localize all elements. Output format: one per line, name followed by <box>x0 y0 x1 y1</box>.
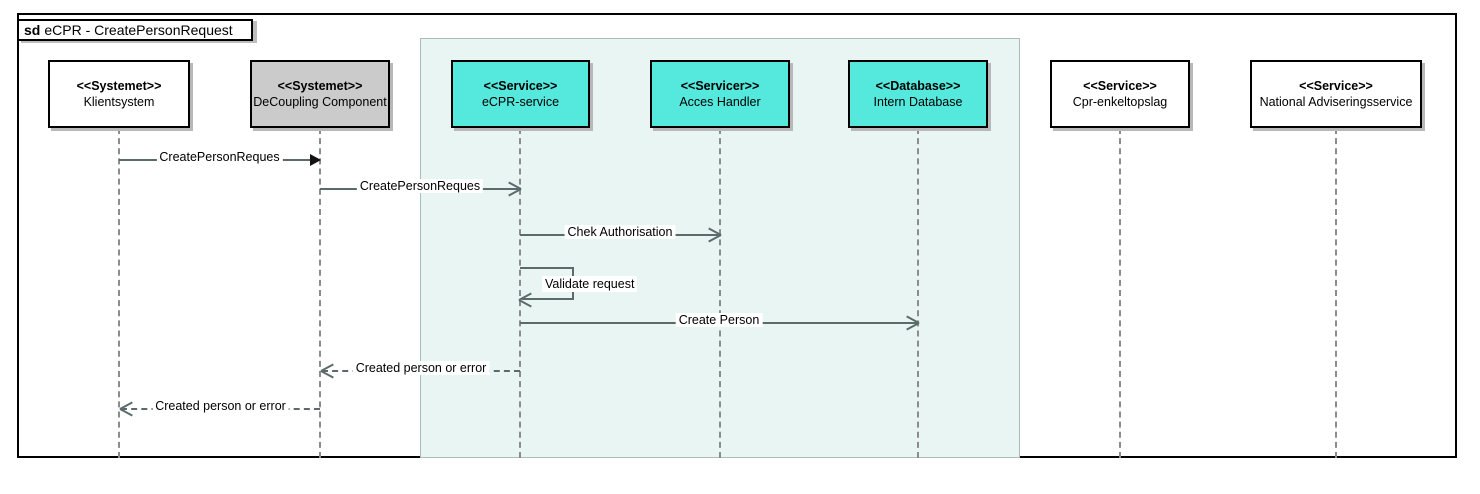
open-arrowhead-icon <box>120 402 135 416</box>
lifeline-stem-klientsystem <box>118 128 120 458</box>
message-label: Validate request <box>542 276 638 292</box>
message-create-person-request-1: CreatePersonReques <box>119 150 321 166</box>
self-message-bottom-line <box>522 298 574 300</box>
message-label: Chek Authorisation <box>564 225 676 239</box>
lifeline-stem-national-adviseringsservice <box>1335 128 1337 458</box>
lifeline-head-intern-database: <<Database>> Intern Database <box>848 60 988 128</box>
stereotype-label: <<Servicer>> <box>680 79 760 93</box>
open-arrowhead-icon <box>519 293 534 307</box>
lifeline-head-acces-handler: <<Servicer>> Acces Handler <box>650 60 790 128</box>
message-created-person-or-error-1: Created person or error <box>322 361 520 375</box>
message-label: CreatePersonReques <box>356 179 484 193</box>
lifeline-name: Cpr-enkeltopslag <box>1072 95 1168 109</box>
open-arrowhead-icon <box>321 364 336 378</box>
open-arrowhead-icon <box>904 316 919 330</box>
message-label: Create Person <box>675 313 763 327</box>
stereotype-label: <<Service>> <box>1299 79 1373 93</box>
lifeline-stem-acces-handler <box>719 128 721 458</box>
message-chek-authorisation: Chek Authorisation <box>520 225 720 239</box>
lifeline-name: eCPR-service <box>481 95 560 109</box>
message-label: Created person or error <box>352 361 490 375</box>
lifeline-head-decoupling-component: <<Systemet>> DeCoupling Component <box>250 60 390 128</box>
lifeline-name: Klientsystem <box>83 95 155 109</box>
frame-title-text: eCPR - CreatePersonRequest <box>44 22 233 38</box>
message-create-person: Create Person <box>520 313 918 327</box>
stereotype-label: <<Systemet>> <box>277 79 363 93</box>
stereotype-label: <<Systemet>> <box>76 79 162 93</box>
message-label: CreatePersonReques <box>156 150 283 164</box>
lifeline-head-national-adviseringsservice: <<Service>> National Adviseringsservice <box>1250 60 1422 128</box>
lifeline-name: DeCoupling Component <box>253 95 387 109</box>
frame-keyword: sd <box>24 22 41 38</box>
stereotype-label: <<Database>> <box>875 79 961 93</box>
self-message-top-line <box>520 267 574 269</box>
stereotype-label: <<Service>> <box>1083 79 1157 93</box>
message-created-person-or-error-2: Created person or error <box>121 399 320 413</box>
message-create-person-request-2: CreatePersonReques <box>320 179 520 193</box>
lifeline-stem-decoupling-component <box>319 128 321 458</box>
lifeline-name: National Adviseringsservice <box>1259 95 1413 109</box>
stereotype-label: <<Service>> <box>483 79 558 93</box>
filled-arrowhead-icon <box>310 154 321 166</box>
open-arrowhead-icon <box>506 182 521 196</box>
message-validate-request: Validate request <box>520 267 638 300</box>
lifeline-name: Acces Handler <box>679 95 761 109</box>
open-arrowhead-icon <box>706 228 721 242</box>
lifeline-name: Intern Database <box>873 95 963 109</box>
lifeline-head-cpr-enkeltopslag: <<Service>> Cpr-enkeltopslag <box>1050 60 1190 128</box>
lifeline-head-ecpr-service: <<Service>> eCPR-service <box>451 60 590 128</box>
lifeline-stem-intern-database <box>917 128 919 458</box>
message-label: Created person or error <box>152 399 289 413</box>
lifeline-stem-cpr-enkeltopslag <box>1119 128 1121 458</box>
lifeline-head-klientsystem: <<Systemet>> Klientsystem <box>48 60 190 128</box>
